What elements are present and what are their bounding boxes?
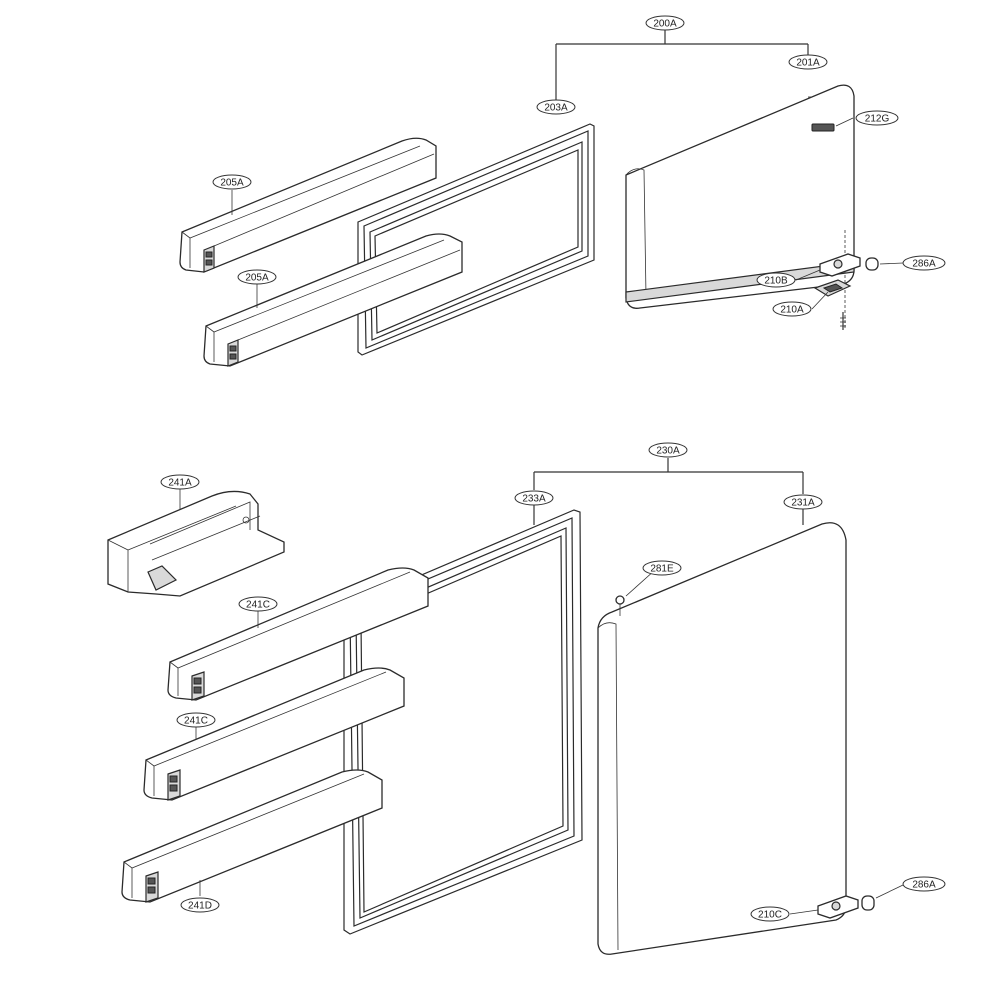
lower-assembly — [107, 458, 904, 955]
lower-basket-1 — [167, 567, 429, 701]
callout-text: 241C — [246, 600, 270, 611]
callout-210c: 210C — [750, 906, 790, 922]
callout-text: 212G — [865, 114, 890, 125]
lower-basket-2 — [143, 667, 405, 801]
callout-text: 205A — [245, 273, 269, 284]
callout-text: 230A — [656, 446, 680, 457]
bracket-230a — [533, 458, 804, 525]
logo-badge — [811, 123, 835, 132]
callout-text: 200A — [653, 19, 677, 30]
callout-203a: 203A — [536, 99, 576, 115]
callout-281e: 281E — [642, 560, 682, 576]
callout-205a-1: 205A — [212, 174, 252, 190]
upper-basket-1 — [179, 137, 437, 273]
upper-basket-2 — [203, 233, 463, 367]
callout-text: 210B — [764, 276, 788, 287]
callout-231a: 231A — [783, 494, 823, 510]
callout-241c-2: 241C — [176, 712, 216, 728]
callout-286a-lower: 286A — [902, 876, 946, 892]
upper-assembly — [179, 30, 904, 367]
callout-210a: 210A — [772, 301, 812, 317]
callout-286a-upper: 286A — [902, 255, 946, 271]
callout-233a: 233A — [514, 490, 554, 506]
upper-door-panel — [625, 84, 855, 309]
callout-text: 233A — [522, 494, 546, 505]
bracket-200a — [555, 30, 809, 100]
callout-text: 286A — [912, 880, 936, 891]
callout-text: 286A — [912, 259, 936, 270]
callout-201a: 201A — [788, 54, 828, 70]
callout-text: 241C — [184, 716, 208, 727]
callout-text: 205A — [220, 178, 244, 189]
callout-text: 241A — [168, 478, 192, 489]
callout-text: 231A — [791, 498, 815, 509]
callout-text: 281E — [650, 564, 674, 575]
callout-205a-2: 205A — [237, 269, 277, 285]
callout-200a: 200A — [645, 15, 685, 31]
lower-basket-3 — [121, 769, 383, 903]
door-pin — [615, 595, 625, 605]
callout-text: 203A — [544, 103, 568, 114]
callout-text: 241D — [188, 901, 212, 912]
lower-tray — [107, 490, 285, 597]
callout-230a: 230A — [648, 442, 688, 458]
callout-210b: 210B — [756, 272, 796, 288]
callout-text: 210C — [758, 910, 782, 921]
callout-text: 210A — [780, 305, 804, 316]
lower-leaders — [179, 489, 904, 915]
callout-241c-1: 241C — [238, 596, 278, 612]
callout-text: 201A — [796, 58, 820, 69]
callout-241a: 241A — [160, 474, 200, 490]
callout-212g: 212G — [855, 110, 899, 126]
lower-hinge-parts — [817, 895, 875, 919]
upper-leaders — [231, 117, 904, 310]
upper-hinge-parts — [813, 230, 879, 330]
callout-241d: 241D — [180, 897, 220, 913]
